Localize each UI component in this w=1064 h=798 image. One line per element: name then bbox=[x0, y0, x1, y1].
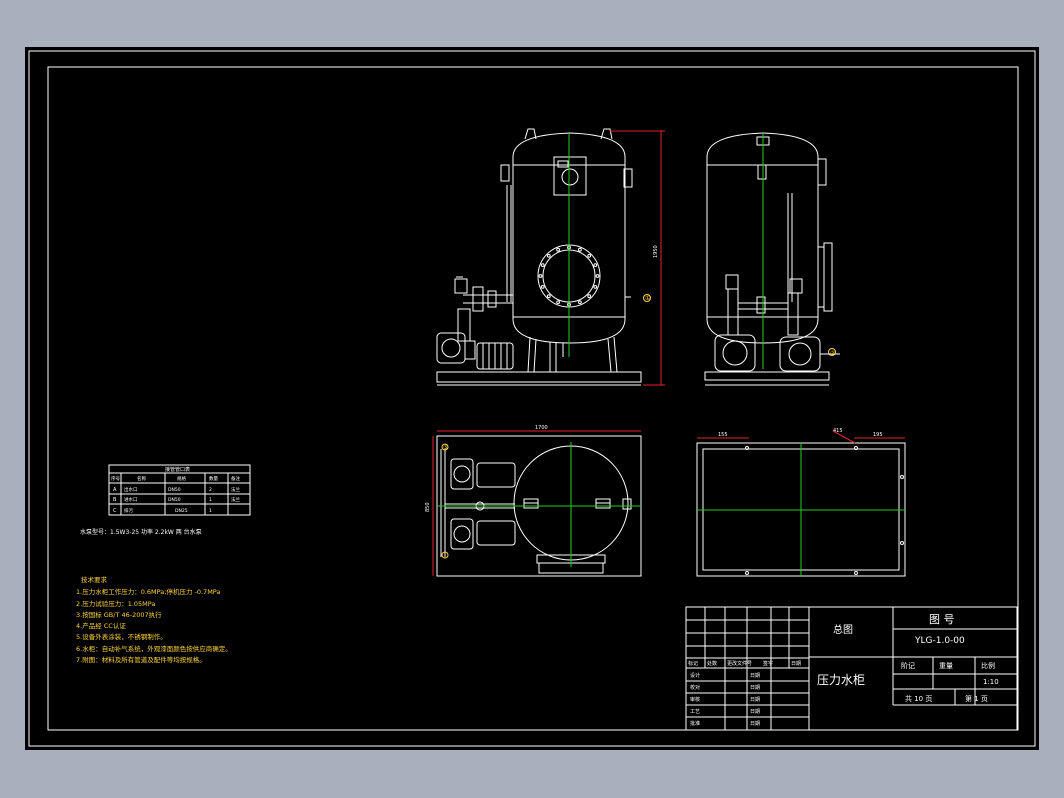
manhole-bolt bbox=[593, 263, 598, 268]
cad-drawing: 1950 1 bbox=[28, 50, 1036, 747]
plan-dim-1: 155 bbox=[718, 432, 728, 438]
foundation-plan: 155 195 415 bbox=[696, 428, 906, 577]
change-header-4: 日期 bbox=[791, 661, 801, 667]
front-elevation: 1950 bbox=[436, 128, 665, 386]
nozzle-header-3: 数量 bbox=[209, 475, 218, 482]
title-block: 标记 处数 更改文件号 签字 日期 设计 校对 审核 工艺 批准 日期 日期 日… bbox=[685, 606, 1018, 731]
nozzle-row-0-note: 法兰 bbox=[231, 486, 240, 493]
marker-5: ⑤ bbox=[443, 444, 448, 451]
notes-heading: 技术要求 bbox=[81, 575, 108, 584]
nozzle-row-0-qty: 2 bbox=[209, 487, 212, 493]
change-header-1: 处数 bbox=[707, 660, 717, 667]
sheets-total: 共 10 页 bbox=[905, 694, 932, 703]
change-header-3: 签字 bbox=[763, 660, 773, 667]
sign-date-5: 日期 bbox=[750, 721, 760, 727]
change-header-2: 更改文件号 bbox=[727, 660, 752, 667]
row-label-approve: 批准 bbox=[690, 720, 700, 727]
side-elevation bbox=[704, 132, 840, 386]
note-3: 3.按国标 GB/T 46-2007执行 bbox=[76, 610, 162, 619]
sheet-type: 总图 bbox=[833, 623, 853, 636]
row-label-process: 工艺 bbox=[690, 709, 700, 715]
nozzle-table-title: 接管管口表 bbox=[165, 466, 190, 473]
manhole-bolt bbox=[578, 300, 582, 305]
technical-notes: 技术要求 1.压力水柜工作压力：0.6MPa;停机压力 -0.7MPa 2.压力… bbox=[76, 575, 232, 664]
manhole-bolt bbox=[578, 247, 582, 252]
nozzle-row-2-id: C bbox=[113, 508, 117, 514]
note-6: 6.水柜：自动补气系统，外观漆面颜色按供应商确定。 bbox=[76, 644, 232, 653]
outer-frame bbox=[28, 50, 1036, 747]
figure-no-label: 图 号 bbox=[929, 613, 955, 626]
sign-date-3: 日期 bbox=[750, 697, 760, 703]
marker-2: ② bbox=[830, 350, 836, 357]
manhole-bolt bbox=[546, 253, 551, 258]
manhole-bolt bbox=[595, 274, 600, 278]
manhole-bolt bbox=[540, 263, 545, 268]
stage-label: 阶记 bbox=[901, 661, 915, 670]
nozzle-header-2: 规格 bbox=[177, 475, 186, 482]
note-2: 2.压力试验压力：1.05MPa bbox=[76, 599, 155, 608]
nozzle-row-0-id: A bbox=[113, 487, 117, 493]
note-5: 5.设备外表涂装，不锈钢制作。 bbox=[76, 632, 167, 641]
base-length-dimension: 1700 bbox=[535, 425, 548, 431]
nozzle-header-4: 备注 bbox=[231, 475, 240, 482]
plan-dim-3: 195 bbox=[873, 432, 883, 438]
sign-date-4: 日期 bbox=[750, 709, 760, 715]
nozzle-row-1-note: 法兰 bbox=[231, 496, 240, 503]
change-header-0: 标记 bbox=[688, 660, 698, 667]
sheet-no: 第 1 页 bbox=[965, 694, 988, 703]
row-label-review: 审核 bbox=[690, 696, 700, 703]
nozzle-row-0-spec: DN50 bbox=[168, 487, 181, 493]
plan-view: 1700 850 bbox=[425, 425, 642, 577]
figure-no: YLG-1.0-00 bbox=[914, 636, 965, 646]
marker-1: ① bbox=[645, 295, 650, 302]
manhole-bolt bbox=[538, 274, 543, 278]
nozzle-row-1-name: 进水口 bbox=[124, 496, 138, 503]
nozzle-row-1-qty: 1 bbox=[209, 497, 212, 503]
nozzle-table: 接管管口表 序号 名称 规格 数量 备注 A 出水口 DN50 2 法兰 B 进… bbox=[108, 464, 251, 516]
inner-frame bbox=[47, 66, 1019, 731]
drawing-sheet: 1950 1 bbox=[25, 47, 1039, 750]
row-label-check: 校对 bbox=[690, 684, 700, 691]
manhole-bolt bbox=[587, 294, 592, 299]
sign-date-1: 日期 bbox=[750, 673, 760, 679]
base-width-dimension: 850 bbox=[425, 502, 431, 512]
scale-label: 比例 bbox=[981, 661, 995, 670]
height-dimension: 1950 bbox=[653, 245, 659, 258]
note-4: 4.产品经 CC认证 bbox=[76, 621, 126, 630]
nozzle-row-2-spec: DN25 bbox=[175, 508, 188, 514]
plan-dim-2: 415 bbox=[833, 428, 843, 434]
nozzle-header-1: 名称 bbox=[137, 475, 146, 482]
manhole-bolt bbox=[556, 300, 560, 305]
manhole-bolt bbox=[540, 285, 545, 289]
product-name: 压力水柜 bbox=[817, 673, 865, 687]
nozzle-header-0: 序号 bbox=[111, 475, 120, 482]
manhole-bolt bbox=[556, 247, 560, 252]
manhole-bolt bbox=[546, 294, 551, 299]
pump-spec: 水泵型号：1.5W3-25 功率 2.2kW 两 台水泵 bbox=[80, 528, 202, 536]
manhole-bolt bbox=[587, 253, 592, 258]
nozzle-row-1-id: B bbox=[113, 497, 117, 503]
nozzle-row-2-name: 排污 bbox=[124, 507, 133, 514]
note-1: 1.压力水柜工作压力：0.6MPa;停机压力 -0.7MPa bbox=[76, 587, 220, 596]
note-7: 7.附图：材料及所有管道及配件等均按规格。 bbox=[76, 655, 206, 664]
nozzle-row-0-name: 出水口 bbox=[124, 486, 138, 493]
sign-date-2: 日期 bbox=[750, 685, 760, 691]
manhole-bolt bbox=[593, 285, 598, 289]
nozzle-row-2-qty: 1 bbox=[209, 508, 212, 514]
nozzle-row-1-spec: DN50 bbox=[168, 497, 181, 503]
scale-value: 1:10 bbox=[983, 678, 999, 686]
row-label-design: 设计 bbox=[690, 672, 700, 679]
weight-label: 重量 bbox=[939, 662, 953, 670]
